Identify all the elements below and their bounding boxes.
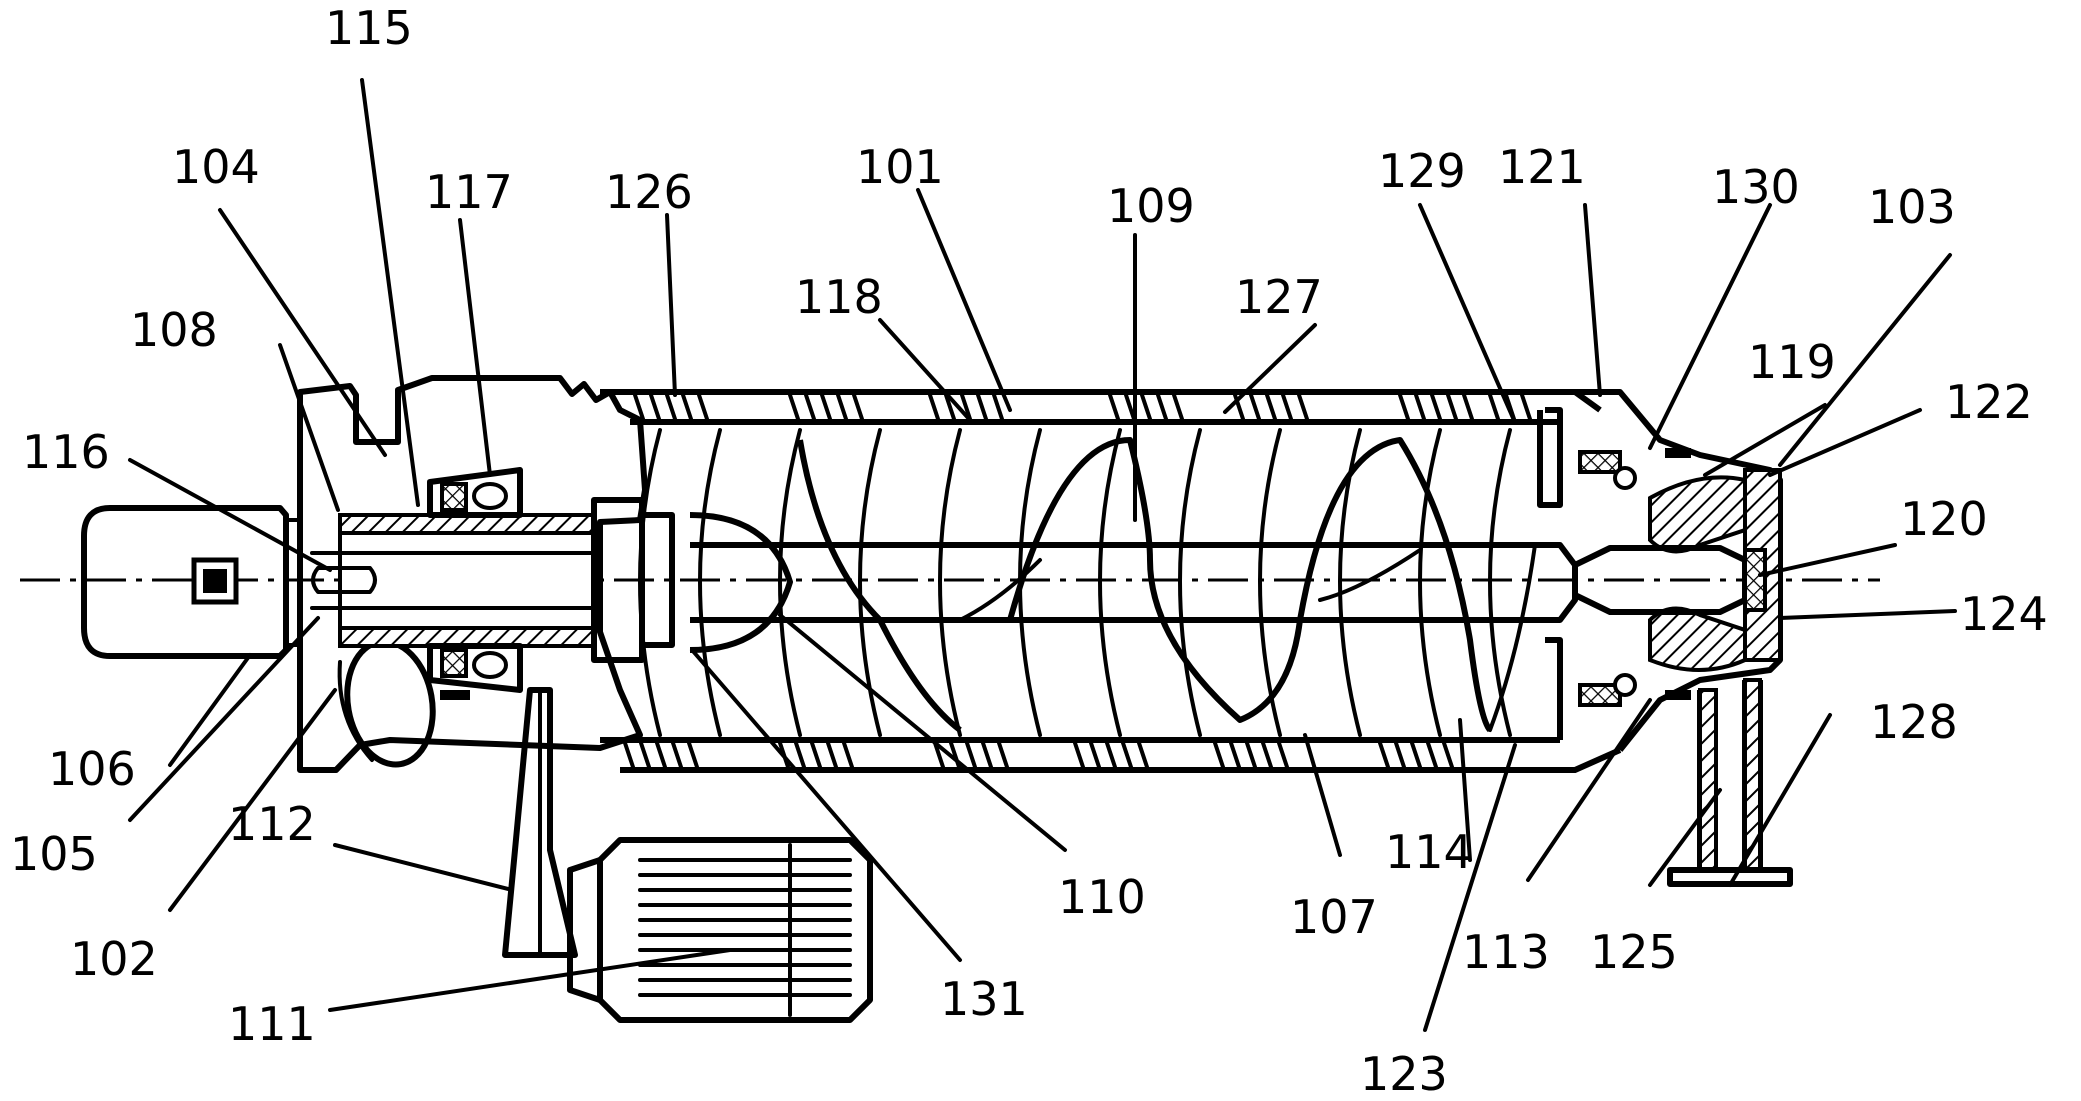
label-125: 125 xyxy=(1590,925,1678,979)
label-114: 114 xyxy=(1385,825,1473,879)
label-117: 117 xyxy=(425,165,513,219)
left-hub-assembly xyxy=(310,467,675,700)
wall-hatch-marks xyxy=(623,393,1532,769)
label-108: 108 xyxy=(130,303,218,357)
label-112: 112 xyxy=(228,797,316,851)
label-121: 121 xyxy=(1498,140,1586,194)
label-128: 128 xyxy=(1870,695,1958,749)
label-102: 102 xyxy=(70,932,158,986)
outlet-stand xyxy=(1667,678,1793,887)
label-131: 131 xyxy=(940,972,1028,1026)
label-123: 123 xyxy=(1360,1047,1448,1101)
screw-conveyor xyxy=(689,437,1578,733)
label-118: 118 xyxy=(795,270,883,324)
right-discharge-housing xyxy=(1573,389,1783,752)
label-105: 105 xyxy=(10,827,98,881)
label-107: 107 xyxy=(1290,890,1378,944)
label-101: 101 xyxy=(856,140,944,194)
label-116: 116 xyxy=(22,425,110,479)
label-103: 103 xyxy=(1868,180,1956,234)
label-124: 124 xyxy=(1960,587,2048,641)
label-111: 111 xyxy=(228,997,316,1051)
label-115: 115 xyxy=(325,1,413,55)
label-110: 110 xyxy=(1058,870,1146,924)
leader-lines xyxy=(128,78,1957,1032)
label-126: 126 xyxy=(605,165,693,219)
label-113: 113 xyxy=(1462,925,1550,979)
reference-labels: 115 104 117 126 101 109 129 121 130 103 … xyxy=(10,1,2048,1101)
label-104: 104 xyxy=(172,140,260,194)
main-drive-motor xyxy=(81,505,302,659)
label-109: 109 xyxy=(1107,179,1195,233)
label-106: 106 xyxy=(48,742,136,796)
label-127: 127 xyxy=(1235,270,1323,324)
label-129: 129 xyxy=(1378,144,1466,198)
auxiliary-motor xyxy=(502,687,873,1023)
label-122: 122 xyxy=(1945,375,2033,429)
label-120: 120 xyxy=(1900,492,1988,546)
label-119: 119 xyxy=(1748,335,1836,389)
label-130: 130 xyxy=(1712,160,1800,214)
